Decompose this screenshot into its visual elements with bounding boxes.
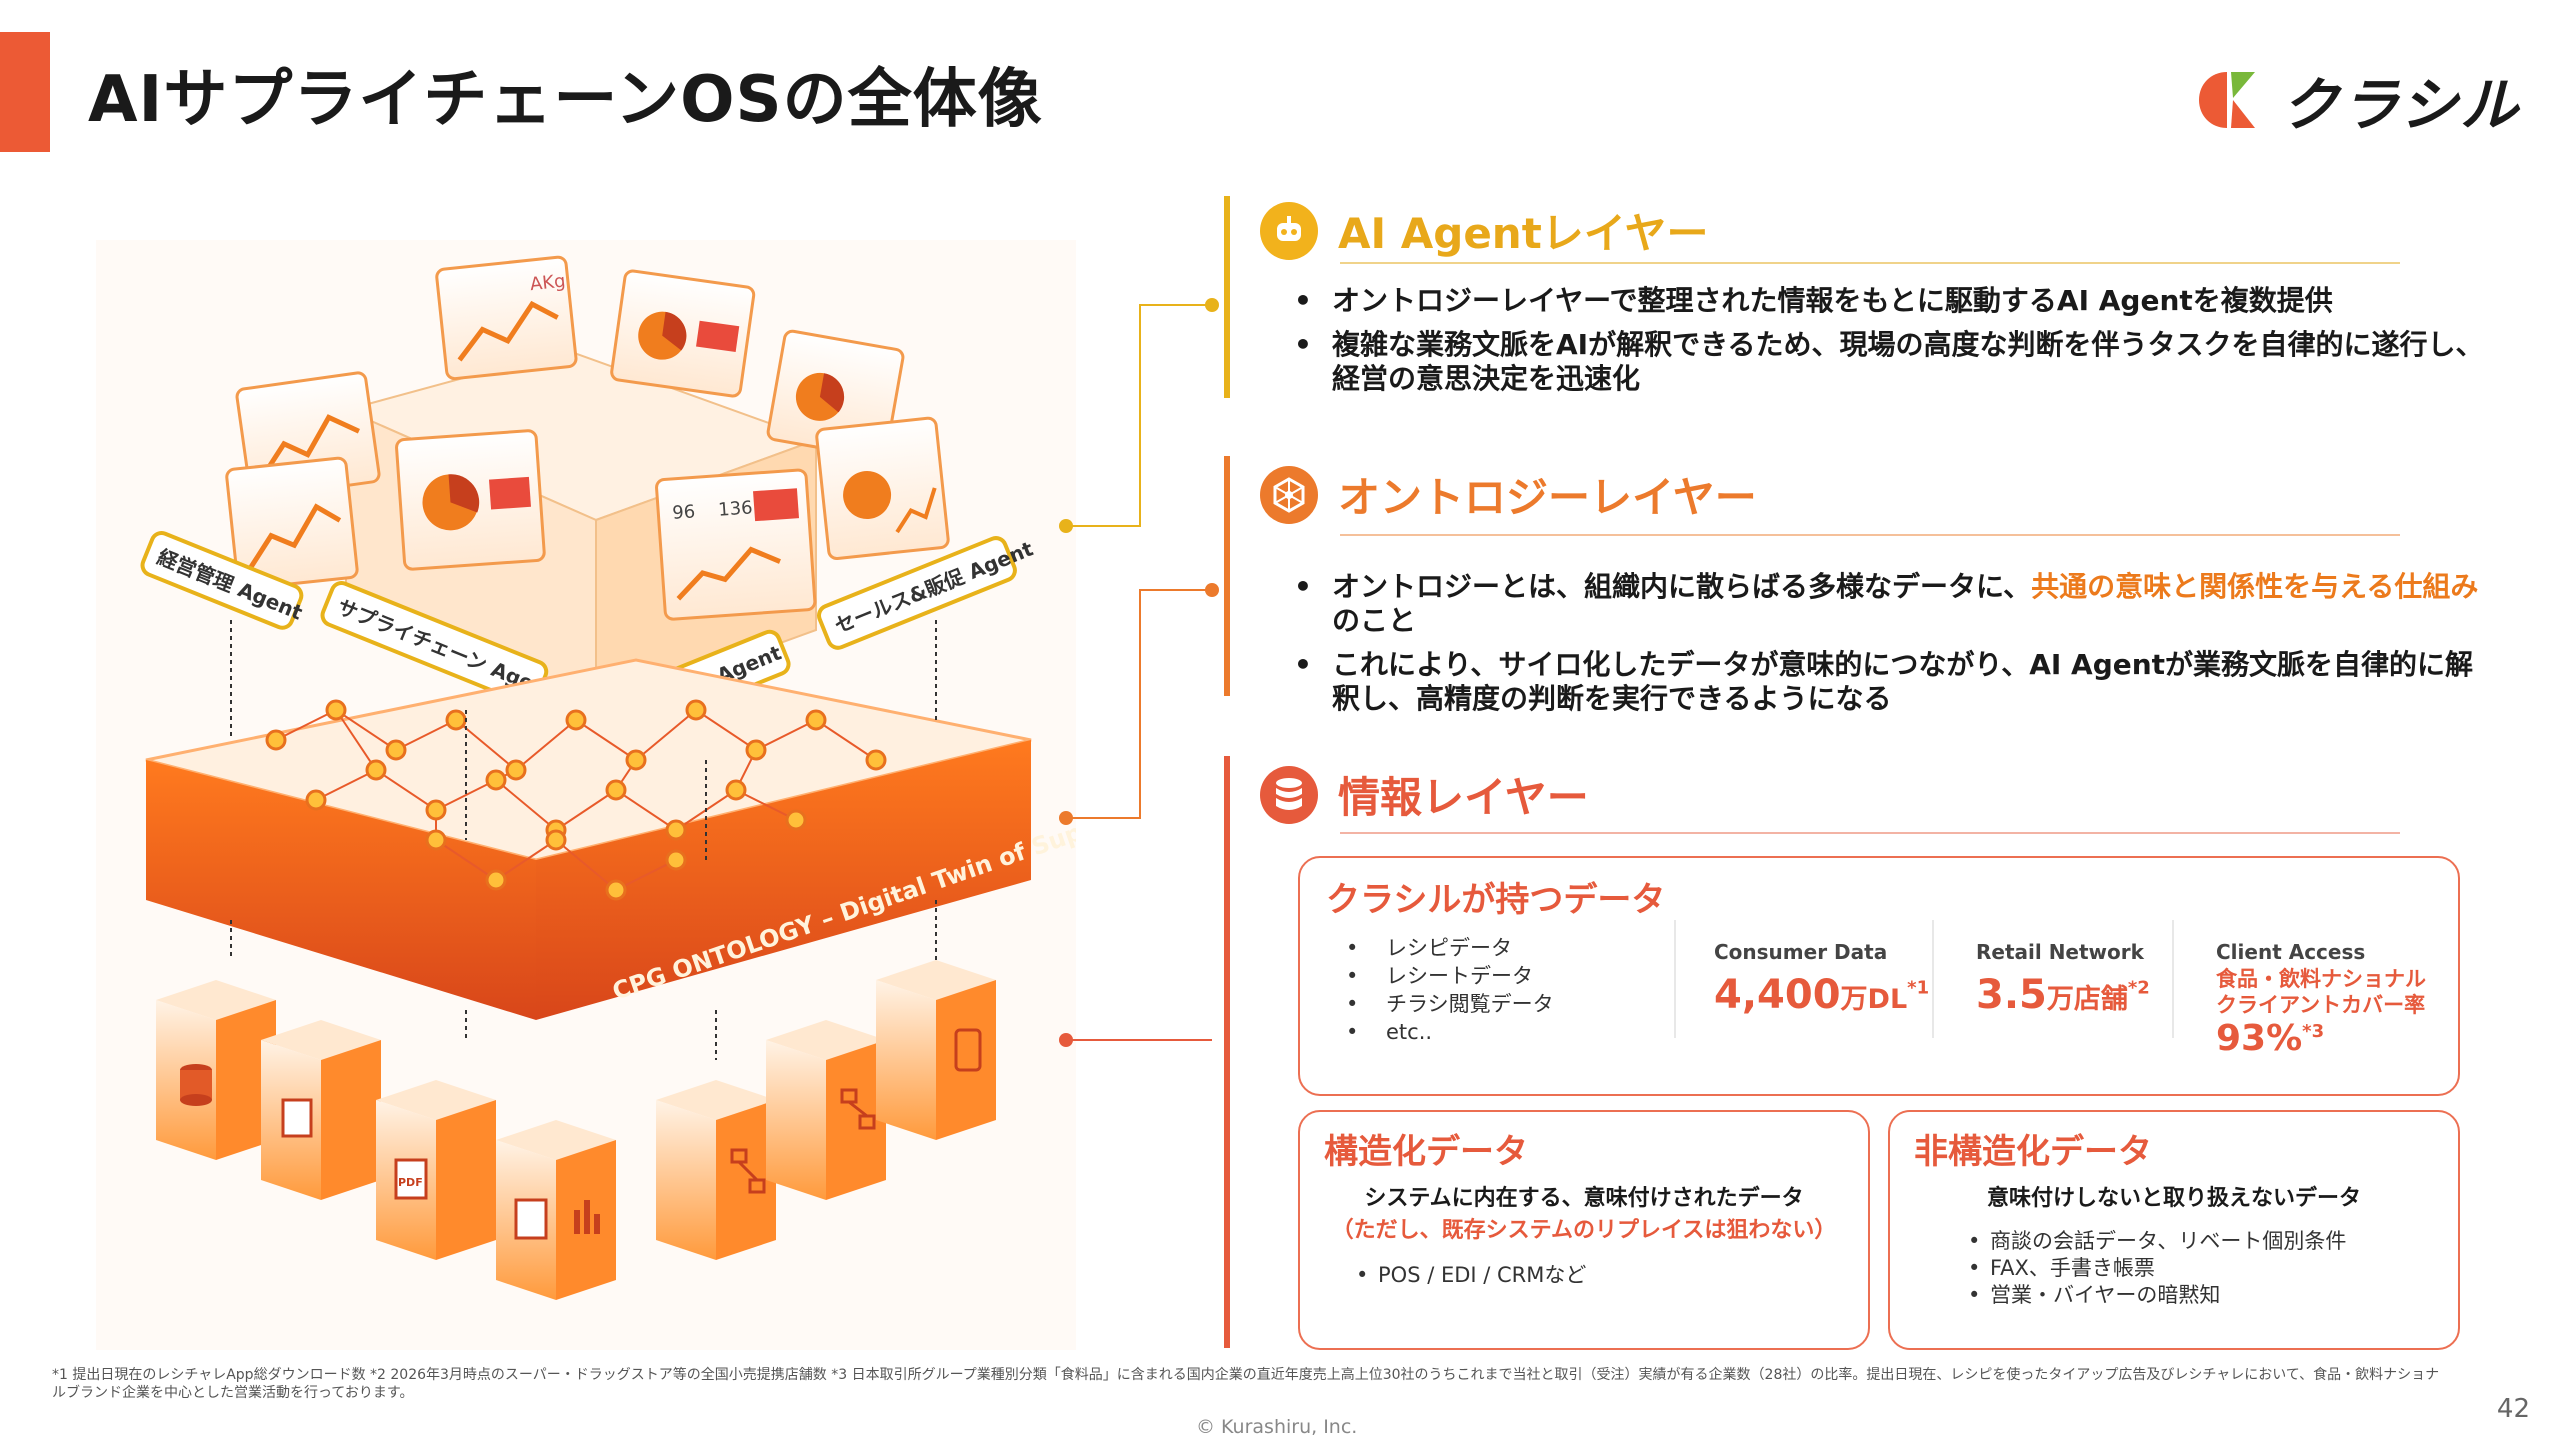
page-number: 42	[2496, 1394, 2530, 1424]
highlight-text: 共通の意味と関係性を与える仕組み	[2031, 570, 2479, 603]
divider	[1674, 920, 1676, 1038]
robot-icon	[1260, 201, 1318, 260]
retail-network-label: Retail Network	[1976, 940, 2144, 964]
title-accent-bar	[0, 32, 50, 152]
list-item: etc..	[1340, 1018, 1554, 1046]
info-layer-rule	[1340, 832, 2400, 834]
list-item: 商談の会話データ、リベート個別条件	[1968, 1228, 2346, 1255]
list-item: オントロジーレイヤーで整理された情報をもとに駆動するAI Agentを複数提供	[1290, 284, 2490, 318]
kurashiru-logo: クラシル	[2193, 58, 2520, 142]
info-layer-bar	[1224, 756, 1230, 1348]
list-item: 複雑な業務文脈をAIが解釈できるため、現場の高度な判断を伴うタスクを自律的に遂行…	[1290, 328, 2490, 396]
svg-text:PDF: PDF	[398, 1176, 423, 1189]
chart-doc-icon	[514, 1198, 600, 1240]
data-source-cubes: PDF	[156, 960, 996, 1300]
list-item: FAX、手書き帳票	[1968, 1255, 2346, 1282]
ontology-layer-title: オントロジーレイヤー	[1338, 473, 1757, 522]
documents-icon	[281, 1098, 313, 1138]
kurashiru-data-list: レシピデータ レシートデータ チラシ閲覧データ etc..	[1340, 934, 1554, 1046]
database-icon	[180, 1064, 212, 1106]
unstructured-data-title: 非構造化データ	[1914, 1132, 2152, 1172]
supply-chain-os-illustration: AKg 96 136	[96, 240, 1076, 1350]
structured-data-list: POS / EDI / CRMなど	[1356, 1262, 1586, 1289]
ai-agent-layer-title: AI Agentレイヤー	[1338, 209, 1709, 258]
ontology-layer-bar	[1224, 456, 1230, 696]
database-icon	[1260, 765, 1318, 824]
list-item: 営業・バイヤーの暗黙知	[1968, 1282, 2346, 1309]
divider	[2172, 920, 2174, 1038]
logo-text: クラシル	[2281, 71, 2520, 139]
ai-agent-layer-rule	[1340, 262, 2400, 264]
kurashiru-logo-icon	[2199, 72, 2256, 128]
copyright: © Kurashiru, Inc.	[1196, 1416, 1358, 1438]
tablet-icon	[954, 1028, 982, 1072]
footnote: *1 提出日現在のレシチャレApp総ダウンロード数 *2 2026年3月時点のス…	[52, 1367, 2440, 1401]
list-item: オントロジーとは、組織内に散らばる多様なデータに、共通の意味と関係性を与える仕組…	[1290, 570, 2490, 638]
svg-text:136: 136	[718, 497, 754, 520]
network-hexagon-icon	[1260, 465, 1318, 524]
ontology-layer-bullets: オントロジーとは、組織内に散らばる多様なデータに、共通の意味と関係性を与える仕組…	[1290, 570, 2490, 727]
ontology-layer-rule	[1340, 534, 2400, 536]
client-access-sub2: クライアントカバー率	[2216, 993, 2426, 1017]
flow-arrows	[230, 620, 937, 1060]
list-item: これにより、サイロ化したデータが意味的につながり、AI Agentが業務文脈を自…	[1290, 648, 2490, 716]
divider	[1932, 920, 1934, 1038]
pdf-icon: PDF	[394, 1158, 428, 1200]
page-title: AIサプライチェーンOSの全体像	[88, 63, 1043, 137]
consumer-data-value: 4,400万DL*1	[1714, 972, 1930, 1018]
ai-agent-layer-bar	[1224, 196, 1230, 398]
structured-data-title: 構造化データ	[1324, 1132, 1528, 1172]
structured-data-desc: システムに内在する、意味付けされたデータ	[1364, 1186, 1804, 1211]
ontology-nodes	[265, 699, 887, 901]
list-item: POS / EDI / CRMなど	[1356, 1262, 1586, 1289]
unstructured-data-desc: 意味付けしないと取り扱えないデータ	[1986, 1186, 2361, 1211]
info-layer-title: 情報レイヤー	[1338, 773, 1589, 822]
svg-text:96: 96	[672, 501, 696, 524]
ai-agent-layer-bullets: オントロジーレイヤーで整理された情報をもとに駆動するAI Agentを複数提供 …	[1290, 284, 2490, 406]
ai-agent-layer-header: AI Agentレイヤー	[1260, 200, 1709, 261]
structured-data-box	[1298, 1110, 1870, 1350]
ontology-layer-header: オントロジーレイヤー	[1260, 464, 1757, 525]
flowchart-icon	[730, 1148, 766, 1194]
flowchart-icon	[840, 1088, 876, 1130]
structured-data-note: （ただし、既存システムのリプレイスは狙わない）	[1331, 1218, 1837, 1243]
retail-network-value: 3.5万店舗*2	[1976, 972, 2150, 1018]
svg-text:AKg: AKg	[529, 271, 567, 296]
client-access-label: Client Access	[2216, 940, 2366, 964]
client-access-sub1: 食品・飲料ナショナル	[2216, 967, 2426, 991]
kurashiru-data-title: クラシルが持つデータ	[1326, 880, 1666, 920]
dashboard-panels: AKg 96 136	[225, 255, 950, 621]
list-item: レシートデータ	[1340, 962, 1554, 990]
info-layer-header: 情報レイヤー	[1260, 764, 1589, 825]
list-item: レシピデータ	[1340, 934, 1554, 962]
consumer-data-label: Consumer Data	[1714, 940, 1888, 964]
client-access-value: 93%*3	[2216, 1018, 2325, 1059]
list-item: チラシ閲覧データ	[1340, 990, 1554, 1018]
unstructured-data-list: 商談の会話データ、リベート個別条件 FAX、手書き帳票 営業・バイヤーの暗黙知	[1968, 1228, 2346, 1309]
